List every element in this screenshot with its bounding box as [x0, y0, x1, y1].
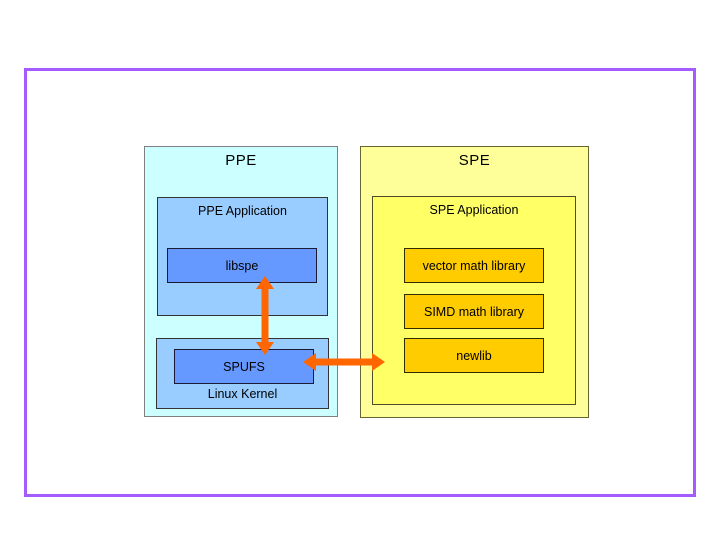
- linux-kernel-label: Linux Kernel: [207, 387, 278, 401]
- simd-math-library-box: SIMD math library: [404, 294, 544, 329]
- vector-math-library-label: vector math library: [422, 258, 526, 273]
- spe-application-title: SPE Application: [429, 203, 519, 217]
- libspe-box: libspe: [167, 248, 317, 283]
- spufs-box: SPUFS: [174, 349, 314, 384]
- newlib-label: newlib: [456, 348, 492, 363]
- spufs-label: SPUFS: [223, 359, 265, 374]
- vector-math-library-box: vector math library: [404, 248, 544, 283]
- ppe-application-title: PPE Application: [198, 204, 287, 218]
- spe-title: SPE: [458, 152, 491, 169]
- ppe-title: PPE: [225, 152, 257, 169]
- libspe-label: libspe: [225, 258, 259, 273]
- newlib-box: newlib: [404, 338, 544, 373]
- simd-math-library-label: SIMD math library: [423, 304, 525, 319]
